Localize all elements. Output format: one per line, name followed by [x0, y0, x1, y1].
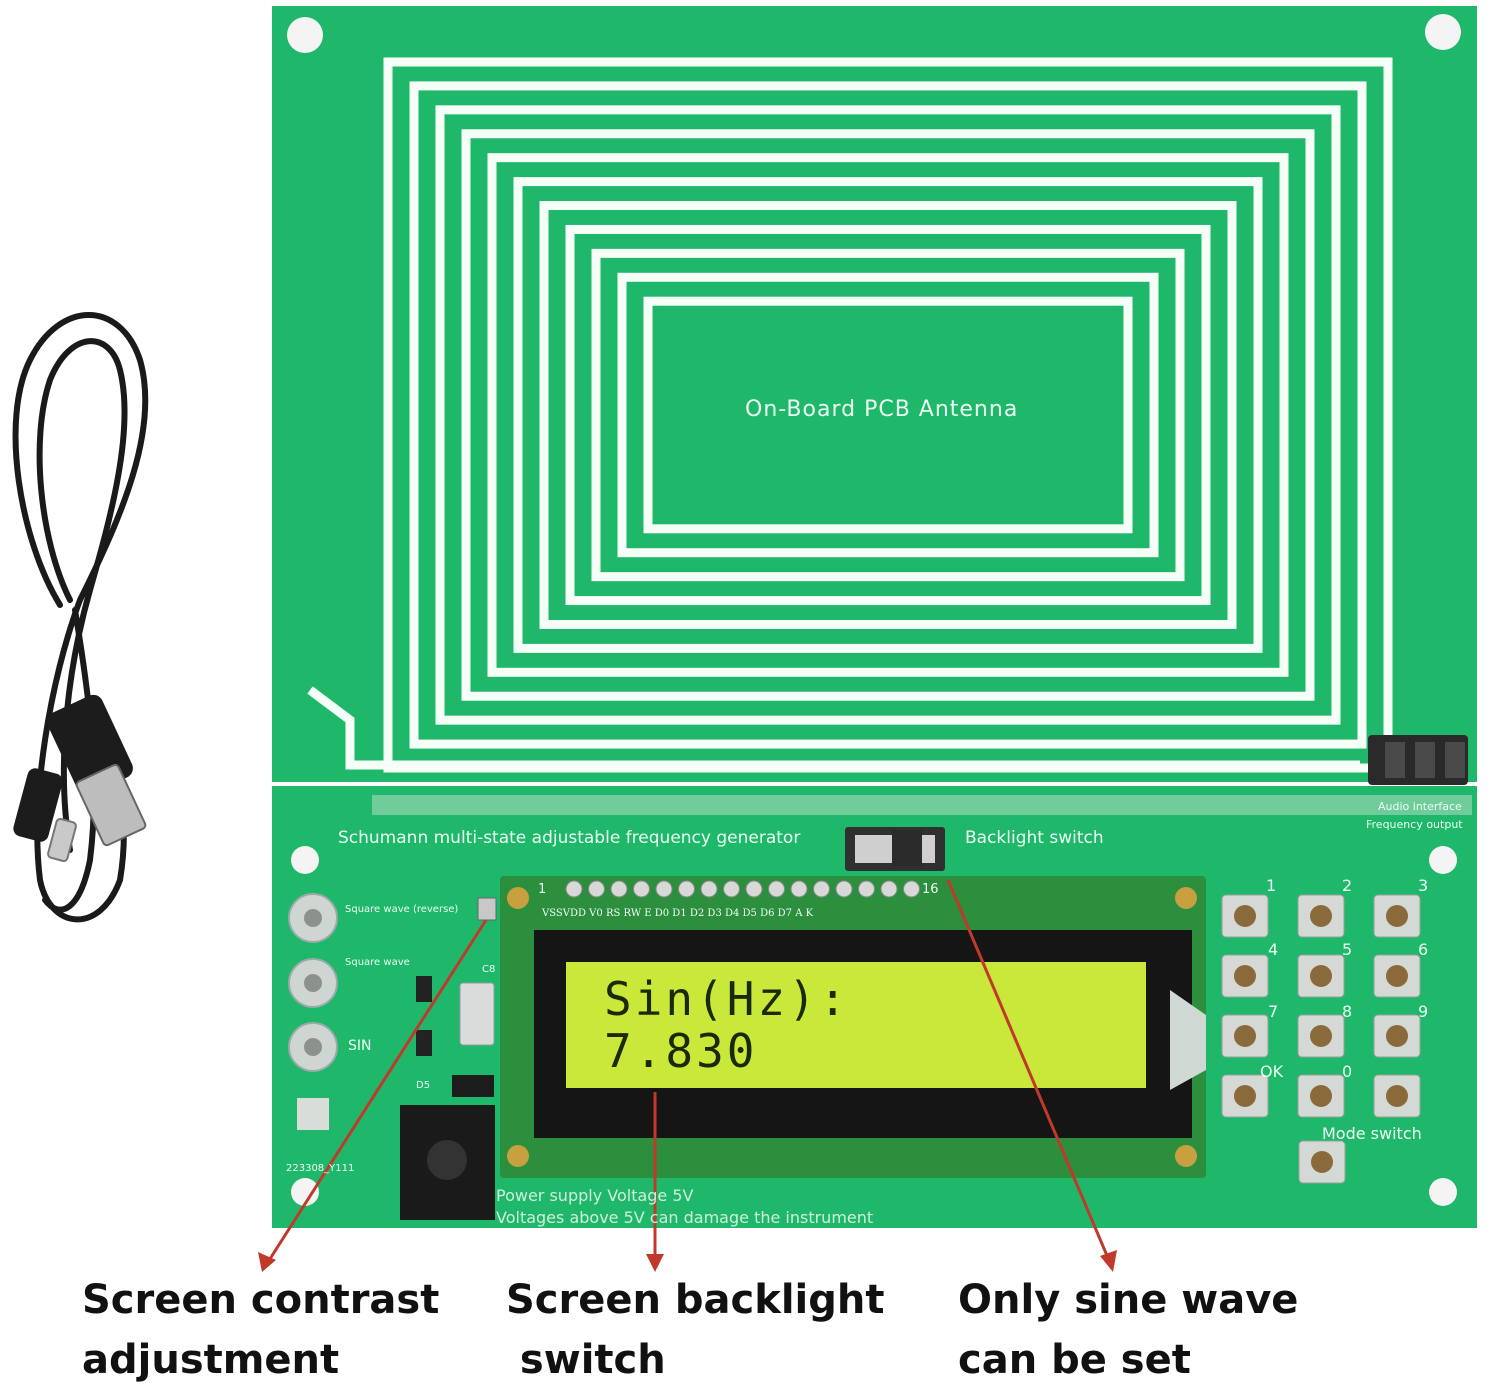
key-label-5: 5: [1342, 940, 1353, 959]
header-pin: [835, 880, 853, 898]
header-pin: [768, 880, 785, 898]
lcd-line-2: 7.830: [604, 1024, 758, 1078]
keypad-button: [1221, 954, 1269, 998]
keypad-button: [1297, 1014, 1345, 1058]
caption-contrast-line-1: Screen contrast: [82, 1277, 440, 1323]
caption-sine-line-1: Only sine wave: [958, 1277, 1299, 1323]
backlight-switch-label: Backlight switch: [965, 828, 1104, 848]
caption-backlight-line-2: switch: [506, 1337, 666, 1383]
header-pin: [633, 880, 650, 898]
key-label-3: 3: [1418, 876, 1429, 895]
coil-loop: [513, 177, 1263, 653]
key-label-0: 0: [1342, 1062, 1353, 1081]
header-pin: [610, 880, 628, 898]
pin-first-label: 1: [538, 882, 547, 897]
header-pin: [723, 880, 740, 898]
square-wave-label: Square wave: [345, 957, 410, 968]
coil-loop: [617, 272, 1159, 558]
lcd-pin-header: [565, 880, 920, 898]
caption-backlight-line-1: Screen backlight: [506, 1277, 885, 1323]
key-label-9: 9: [1418, 1002, 1429, 1021]
header-pin: [745, 880, 763, 898]
keypad-button: [1297, 954, 1345, 998]
header-pin: [790, 880, 808, 898]
coil-loop: [591, 248, 1185, 582]
keypad-button: [1221, 894, 1269, 938]
frequency-output-label: Frequency output: [1366, 818, 1463, 831]
cap-label: C8: [482, 964, 496, 975]
keypad-button: [1297, 1074, 1345, 1118]
header-pin: [903, 880, 920, 898]
power-supply-label: Power supply Voltage 5V: [496, 1186, 694, 1205]
pin-last-label: 16: [922, 882, 939, 897]
lcd-pin-names: VSSVDD V0 RS RW E D0 D1 D2 D3 D4 D5 D6 D…: [542, 908, 814, 919]
antenna-board: [272, 6, 1477, 782]
keypad-button: [1298, 1140, 1346, 1184]
lcd-line-1: Sin(Hz):: [604, 972, 850, 1026]
audio-jack-icon: [1368, 735, 1468, 785]
header-pin: [813, 880, 830, 898]
keypad-button: [1373, 954, 1421, 998]
keypad-button: [1373, 1074, 1421, 1118]
key-label-6: 6: [1418, 940, 1429, 959]
annotation-arrows: [258, 879, 1117, 1272]
coil-lead: [307, 686, 1360, 770]
caption-contrast-line-2: adjustment: [82, 1337, 340, 1383]
square-wave-reverse-label: Square wave (reverse): [345, 904, 459, 915]
pcb-antenna-coil: [307, 57, 1393, 773]
keypad-button: [1221, 1014, 1269, 1058]
coil-loop: [487, 153, 1289, 677]
coil-loop: [539, 201, 1237, 629]
header-pin: [565, 880, 583, 898]
key-label-ok: OK: [1260, 1062, 1284, 1081]
power-warning-label: Voltages above 5V can damage the instrum…: [496, 1208, 874, 1227]
output-terminals: [288, 893, 338, 1130]
caption-contrast: Screen contrast adjustment: [82, 1270, 439, 1390]
key-label-1: 1: [1266, 876, 1277, 895]
caption-sine: Only sine wave can be set: [958, 1270, 1298, 1390]
keypad-button: [1373, 894, 1421, 938]
keypad-button: [1297, 894, 1345, 938]
diode-label: D5: [416, 1080, 431, 1091]
keypad: [1221, 894, 1421, 1184]
lcd-module: [500, 876, 1206, 1178]
key-label-2: 2: [1342, 876, 1353, 895]
coil-loop: [643, 296, 1133, 534]
caption-backlight: Screen backlight switch: [506, 1270, 885, 1390]
coil-loop: [409, 81, 1367, 749]
board-title: Schumann multi-state adjustable frequenc…: [338, 828, 801, 848]
mode-switch-label: Mode switch: [1322, 1124, 1422, 1143]
header-pin: [880, 880, 898, 898]
header-pin: [655, 880, 673, 898]
coil-loop: [565, 224, 1211, 606]
keypad-button: [1221, 1074, 1269, 1118]
usb-plug-icon: [13, 694, 147, 863]
audio-interface-label: Audio interface: [1378, 800, 1462, 813]
backlight-switch: [845, 827, 945, 871]
header-pin: [700, 880, 718, 898]
key-label-8: 8: [1342, 1002, 1353, 1021]
caption-sine-line-2: can be set: [958, 1337, 1191, 1383]
header-pin: [858, 880, 875, 898]
header-pin: [678, 880, 695, 898]
header-pin: [588, 880, 605, 898]
coil-loop: [461, 129, 1315, 701]
antenna-label: On-Board PCB Antenna: [745, 397, 1019, 422]
key-label-4: 4: [1268, 940, 1279, 959]
coil-loop: [435, 105, 1341, 725]
key-label-7: 7: [1268, 1002, 1279, 1021]
board-code: 223308_Y111: [286, 1163, 355, 1174]
sin-label: SIN: [348, 1038, 372, 1054]
keypad-button: [1373, 1014, 1421, 1058]
